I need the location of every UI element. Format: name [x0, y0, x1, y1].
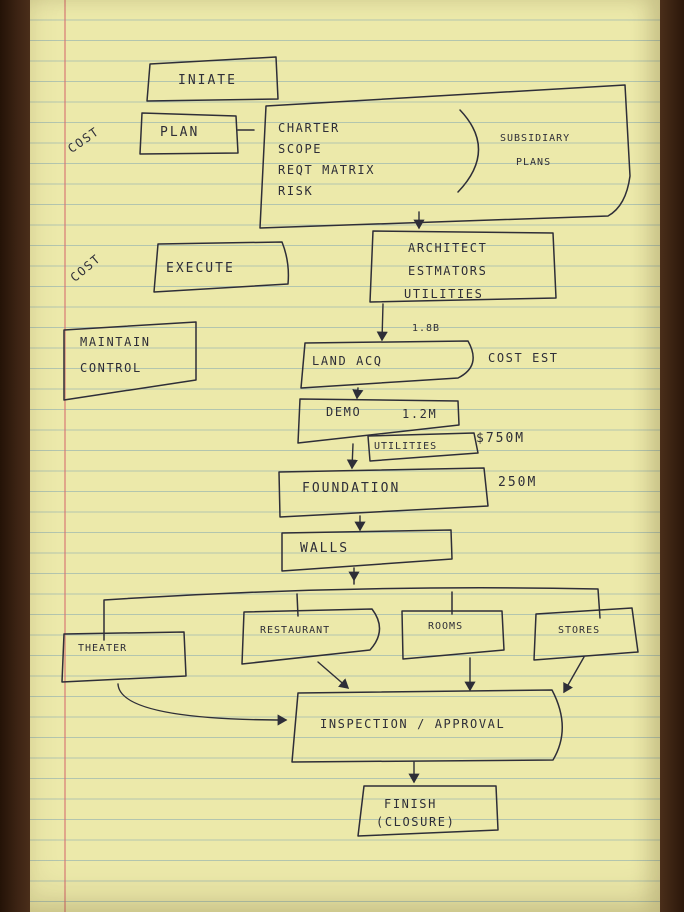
arrow-stores-to-inspection [563, 656, 585, 694]
land-amount: 1.8B [412, 323, 441, 334]
plan-item-reqt-matrix: REQT MATRIX [278, 163, 376, 177]
desk-left [0, 0, 30, 912]
team-architect: ARCHITECT [408, 241, 488, 255]
execute-label: EXECUTE [166, 261, 235, 276]
branch-line [103, 573, 601, 641]
control-label: CONTROL [80, 361, 142, 375]
stores-box [533, 607, 639, 661]
initiate-box [146, 56, 279, 102]
rooms-label: ROOMS [428, 621, 464, 632]
land-acq-label: LAND ACQ [312, 354, 383, 368]
arrow-restaurant-to-inspection [317, 661, 350, 689]
inspection-box [291, 689, 563, 763]
foundation-label: FOUNDATION [302, 481, 401, 496]
land-acq-box [300, 340, 474, 389]
subsidiary-label: SUBSIDIARY [500, 133, 571, 144]
restaurant-label: RESTAURANT [260, 625, 331, 636]
demo-label: DEMO [326, 405, 362, 419]
walls-box [281, 529, 453, 572]
demo-box [297, 398, 460, 444]
initiate-label: INIATE [178, 73, 237, 88]
utilities-amount: $750M [476, 431, 526, 446]
utilities-box [367, 432, 479, 462]
restaurant-box [241, 608, 381, 665]
team-estimators: ESTMATORS [408, 264, 488, 278]
plan-item-charter: CHARTER [278, 121, 340, 135]
plan-item-risk: RISK [278, 184, 314, 198]
team-box [369, 230, 557, 303]
foundation-amount: 250M [498, 475, 538, 490]
arrow-demo-to-foundation [346, 443, 358, 470]
maintain-label: MAINTAIN [80, 335, 151, 349]
plan-details-box [259, 84, 631, 229]
plan-item-scope: SCOPE [278, 142, 323, 156]
plans-label: PLANS [516, 157, 552, 168]
finish-label: FINISH [384, 797, 437, 811]
arrow-theater-to-inspection [117, 683, 288, 726]
rooms-box [401, 610, 505, 660]
demo-amount: 1.2M [402, 407, 438, 421]
closure-label: (CLOSURE) [376, 815, 456, 829]
desk-right [660, 0, 684, 912]
maintain-control-box [63, 321, 197, 401]
utilities-label: UTILITIES [374, 441, 438, 452]
finish-box [357, 785, 499, 837]
plan-label: PLAN [160, 125, 200, 140]
legal-pad-page [30, 0, 660, 912]
execute-box [153, 241, 290, 293]
inspection-label: INSPECTION / APPROVAL [320, 717, 506, 731]
team-utilities: UTILITIES [404, 287, 484, 301]
plan-box [139, 112, 239, 155]
subsidiary-brace [457, 109, 480, 193]
walls-label: WALLS [300, 541, 350, 556]
cost-est-note: COST EST [488, 351, 559, 365]
theater-label: THEATER [78, 643, 128, 654]
stores-label: STORES [558, 625, 601, 636]
foundation-box [278, 467, 489, 518]
arrow-land-to-demo [352, 387, 364, 400]
theater-box [61, 631, 187, 683]
arrow-team-to-land [376, 303, 388, 342]
